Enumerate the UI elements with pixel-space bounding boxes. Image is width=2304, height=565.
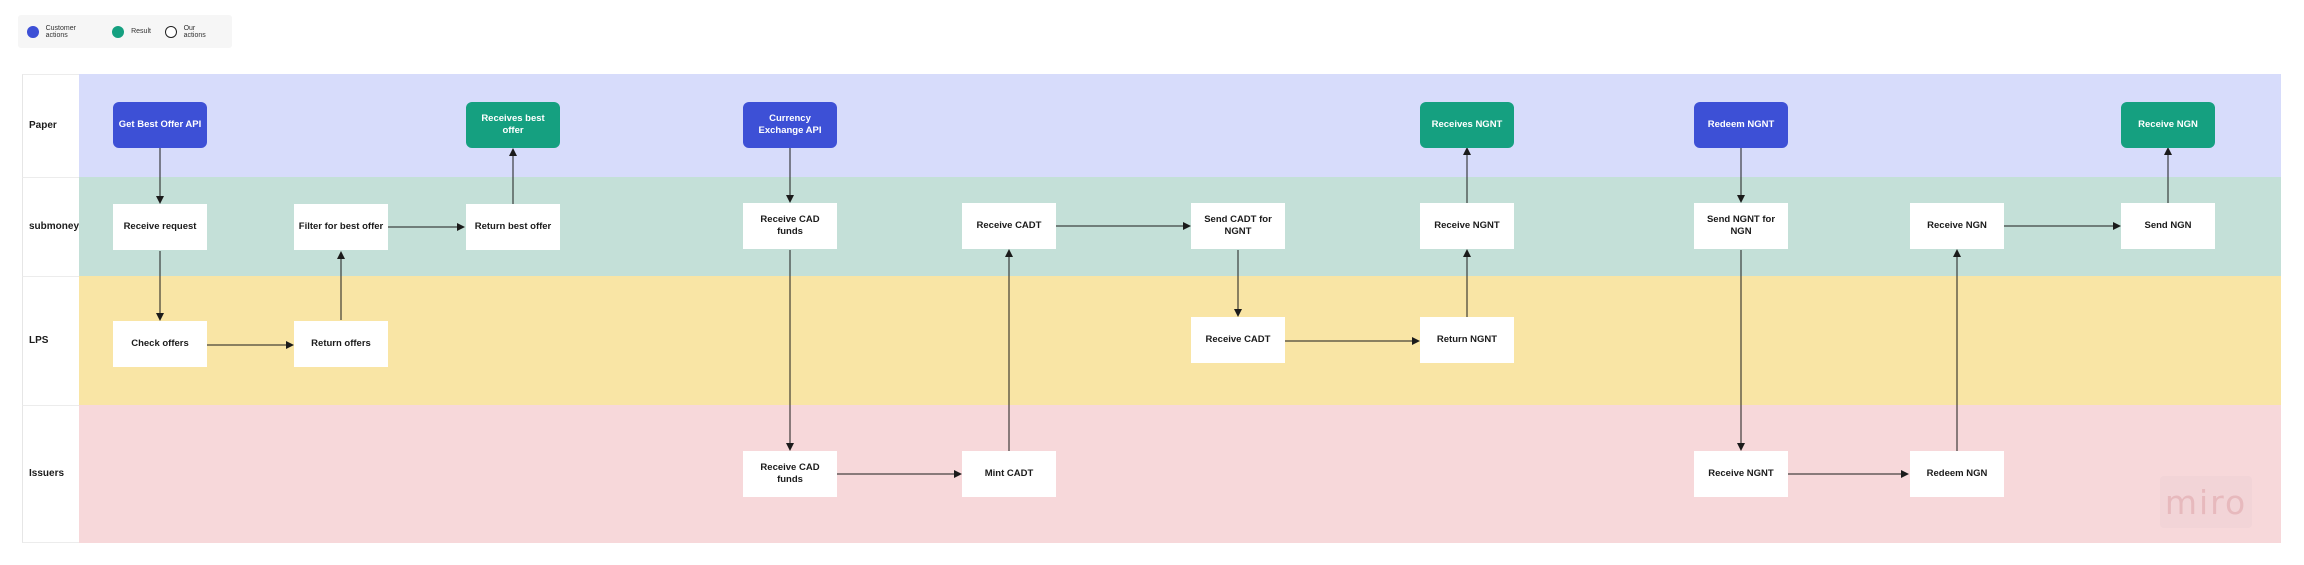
send-ngn-node[interactable]: Send NGN [2121, 203, 2215, 249]
legend-item-our-actions: Our actions [164, 24, 218, 39]
lane-header-paper: Paper [22, 74, 79, 177]
legend-item-result: Result [112, 25, 151, 38]
receive-ngn-paper-node[interactable]: Receive NGN [2121, 102, 2215, 148]
receives-ngnt-node[interactable]: Receives NGNT [1420, 102, 1514, 148]
legend-label: Our actions [183, 24, 206, 39]
lane-title-issuers: Issuers [29, 468, 65, 479]
lane-title-submoney: submoney [29, 221, 80, 232]
filter-best-offer-node[interactable]: Filter for best offer [294, 204, 388, 250]
lane-title-lps: LPS [29, 335, 49, 346]
get-best-offer-api-node[interactable]: Get Best Offer API [113, 102, 207, 148]
send-ngnt-for-ngn-node[interactable]: Send NGNT for NGN [1694, 203, 1788, 249]
result-swatch-icon [112, 25, 125, 38]
issuer-receive-cad-funds-node[interactable]: Receive CAD funds [743, 451, 837, 497]
redeem-ngnt-node[interactable]: Redeem NGNT [1694, 102, 1788, 148]
legend-label: Result [131, 28, 151, 35]
return-best-offer-node[interactable]: Return best offer [466, 204, 560, 250]
lane-header-lps: LPS [22, 276, 79, 405]
return-ngnt-node[interactable]: Return NGNT [1420, 317, 1514, 363]
issuer-receive-ngnt-node[interactable]: Receive NGNT [1694, 451, 1788, 497]
redeem-ngn-node[interactable]: Redeem NGN [1910, 451, 2004, 497]
receives-best-offer-node[interactable]: Receives best offer [466, 102, 560, 148]
receive-cadt-lps-node[interactable]: Receive CADT [1191, 317, 1285, 363]
receive-ngn-node[interactable]: Receive NGN [1910, 203, 2004, 249]
receive-cad-funds-node[interactable]: Receive CAD funds [743, 203, 837, 249]
lane-band-paper [79, 74, 2281, 177]
receive-cadt-node[interactable]: Receive CADT [962, 203, 1056, 249]
lane-header-submoney: submoney [22, 177, 79, 276]
legend-label: Customer actions [45, 24, 76, 39]
receive-ngnt-node[interactable]: Receive NGNT [1420, 203, 1514, 249]
lane-band-lps [79, 276, 2281, 405]
legend-item-customer-actions: Customer actions [27, 25, 98, 39]
send-cadt-for-ngnt-node[interactable]: Send CADT for NGNT [1191, 203, 1285, 249]
return-offers-node[interactable]: Return offers [294, 321, 388, 367]
legend: Customer actions Result Our actions [18, 15, 232, 48]
our-actions-swatch-icon [164, 25, 177, 38]
receive-request-node[interactable]: Receive request [113, 204, 207, 250]
lane-title-paper: Paper [29, 120, 57, 131]
customer-actions-swatch-icon [27, 25, 39, 38]
miro-logo: miro [2160, 476, 2252, 528]
currency-exchange-api-node[interactable]: Currency Exchange API [743, 102, 837, 148]
mint-cadt-node[interactable]: Mint CADT [962, 451, 1056, 497]
lane-header-issuers: Issuers [22, 405, 79, 543]
check-offers-node[interactable]: Check offers [113, 321, 207, 367]
